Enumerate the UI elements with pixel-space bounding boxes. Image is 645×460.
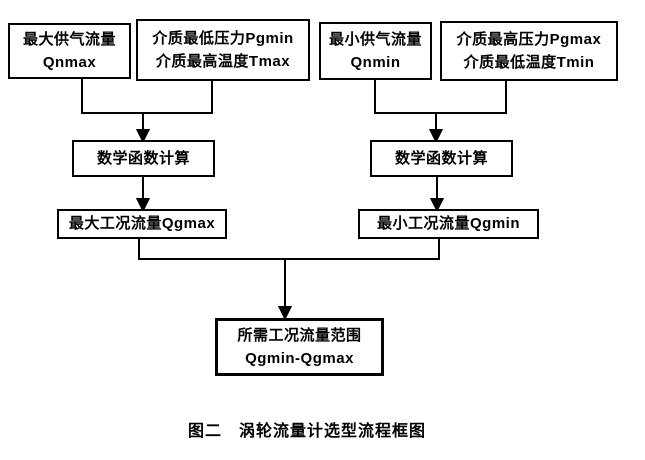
- node-pgmin-tmax-line1: 介质最低压力Pgmin: [152, 29, 294, 47]
- connector-bottom-merge: [138, 237, 440, 321]
- node-result-line1: 所需工况流量范围: [237, 326, 362, 344]
- node-qnmax: 最大供气流量 Qnmax: [8, 23, 131, 79]
- node-math-left: 数学函数计算: [72, 140, 215, 177]
- node-qnmax-line1: 最大供气流量: [22, 30, 116, 48]
- node-pgmin-tmax: 介质最低压力Pgmin 介质最高温度Tmax: [136, 19, 310, 81]
- node-qgmin: 最小工况流量Qgmin: [358, 209, 539, 239]
- node-pgmin-tmax-line2: 介质最高温度Tmax: [155, 53, 291, 70]
- node-math-right-label: 数学函数计算: [394, 149, 488, 167]
- node-math-left-label: 数学函数计算: [96, 149, 190, 167]
- node-qgmax-label: 最大工况流量Qgmax: [68, 215, 216, 233]
- connector-left-merge: [81, 74, 213, 144]
- arrow-down-icon: [135, 129, 151, 144]
- node-pgmax-tmin: 介质最高压力Pgmax 介质最低温度Tmin: [440, 21, 618, 81]
- node-qnmin-line1: 最小供气流量: [328, 30, 422, 48]
- node-pgmax-tmin-line1: 介质最高压力Pgmax: [456, 30, 602, 48]
- arrow-down-icon: [135, 198, 151, 213]
- figure-caption: 图二 涡轮流量计选型流程框图: [187, 423, 426, 440]
- node-qgmax: 最大工况流量Qgmax: [57, 209, 227, 239]
- node-math-right: 数学函数计算: [370, 140, 513, 177]
- node-result-line2: Qgmin-Qgmax: [245, 350, 354, 367]
- arrow-down-icon: [277, 306, 293, 321]
- arrow-down-icon: [428, 129, 444, 144]
- node-pgmax-tmin-line2: 介质最低温度Tmin: [463, 54, 595, 71]
- node-result-range: 所需工况流量范围 Qgmin-Qgmax: [215, 318, 384, 376]
- node-qgmin-label: 最小工况流量Qgmin: [377, 215, 520, 233]
- node-qnmax-line2: Qnmax: [42, 54, 97, 71]
- node-qnmin-line2: Qnmin: [350, 54, 401, 71]
- connector-math-left: [135, 176, 151, 213]
- node-qnmin: 最小供气流量 Qnmin: [319, 22, 432, 80]
- connector-right-merge: [374, 74, 507, 144]
- connector-math-right: [429, 176, 445, 213]
- arrow-down-icon: [429, 198, 445, 213]
